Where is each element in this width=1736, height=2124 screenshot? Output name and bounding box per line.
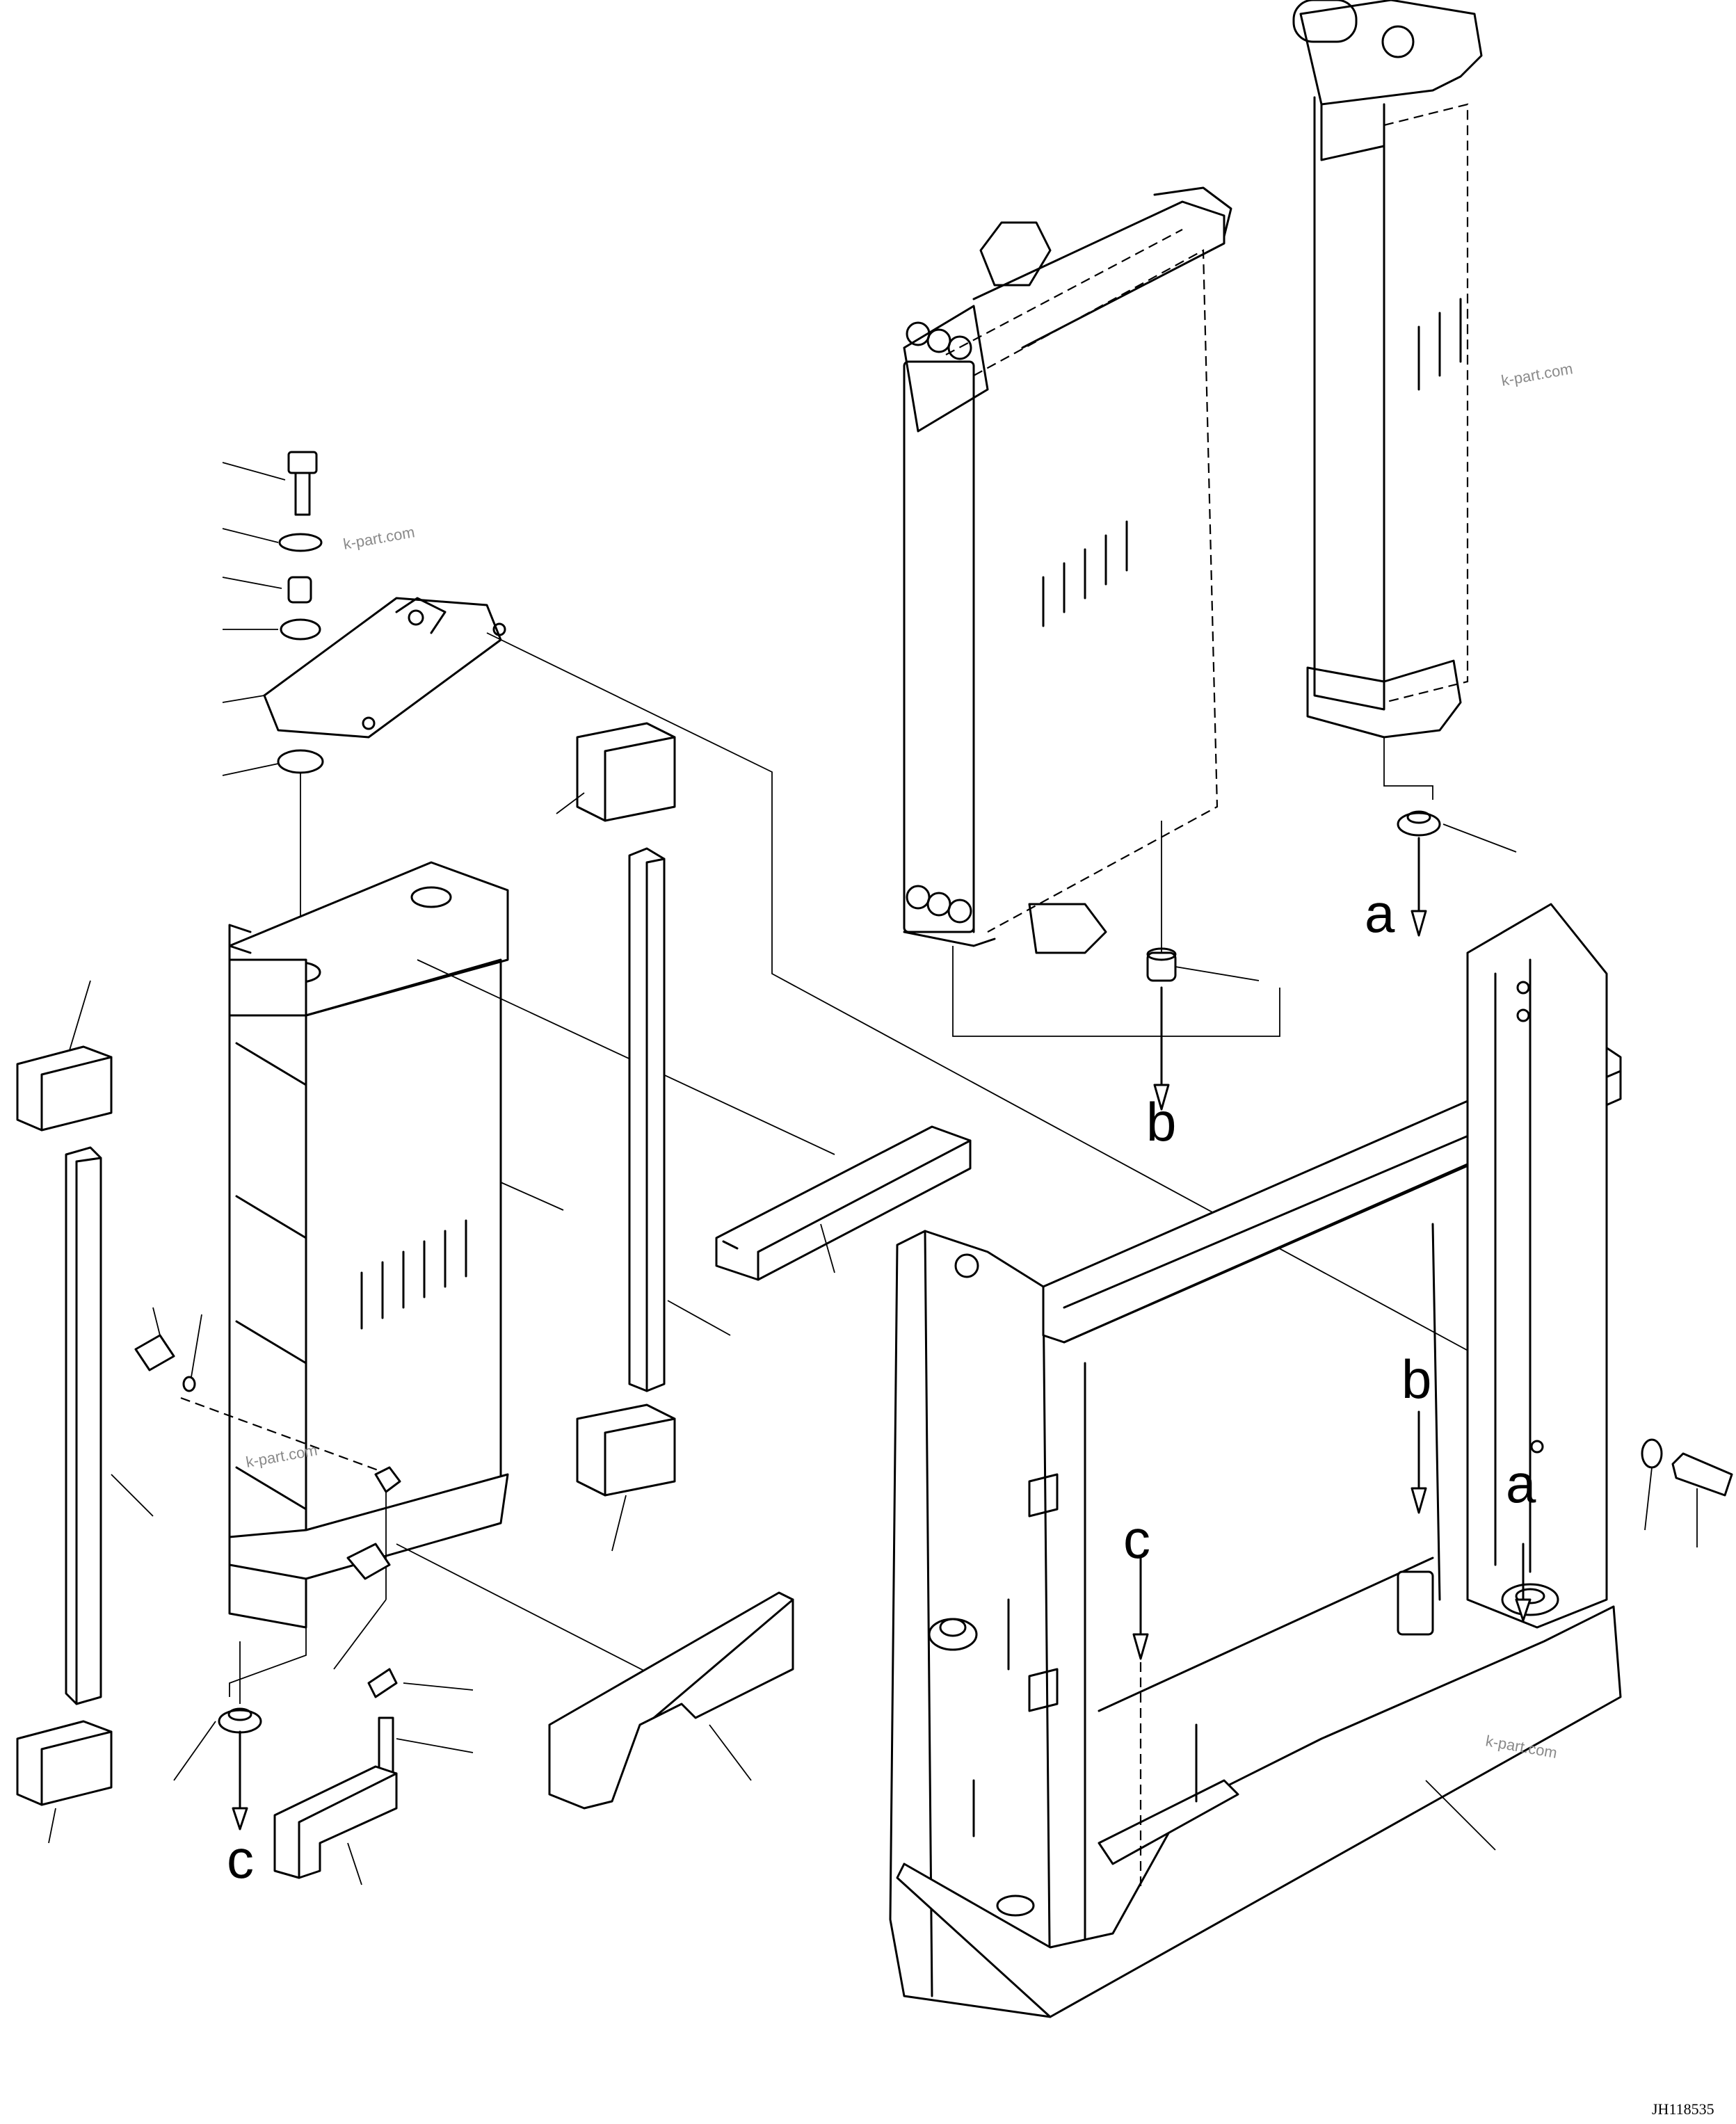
aftercooler-upper [1292,0,1483,800]
radiator-core [228,861,835,1698]
watermark-2: k-part.com [342,523,417,553]
frame-arrows [1132,1410,1532,1892]
drain-plug [134,1307,474,1775]
label-b-frame: b [1401,1349,1431,1410]
label-c-frame: c [1123,1508,1150,1570]
drawing-code: JH118535 [1652,2100,1714,2118]
label-b-top: b [1146,1091,1176,1152]
oil-cooler-upper [903,186,1280,1037]
label-c-bottom: c [227,1828,254,1890]
spacer-b [1146,821,1260,1111]
label-a-top: a [1365,883,1395,944]
label-a-frame: a [1506,1453,1536,1514]
watermark-1: k-part.com [1500,360,1575,389]
grommet-c [173,1641,262,1831]
foam-seal-set [16,722,972,1885]
frame-bolt-washer [1641,1438,1733,1547]
radiator-frame [889,903,1622,2018]
mount-hardware-stack [222,451,1607,1426]
grommet-a [1397,810,1517,937]
watermark-3: k-part.com [245,1441,319,1471]
